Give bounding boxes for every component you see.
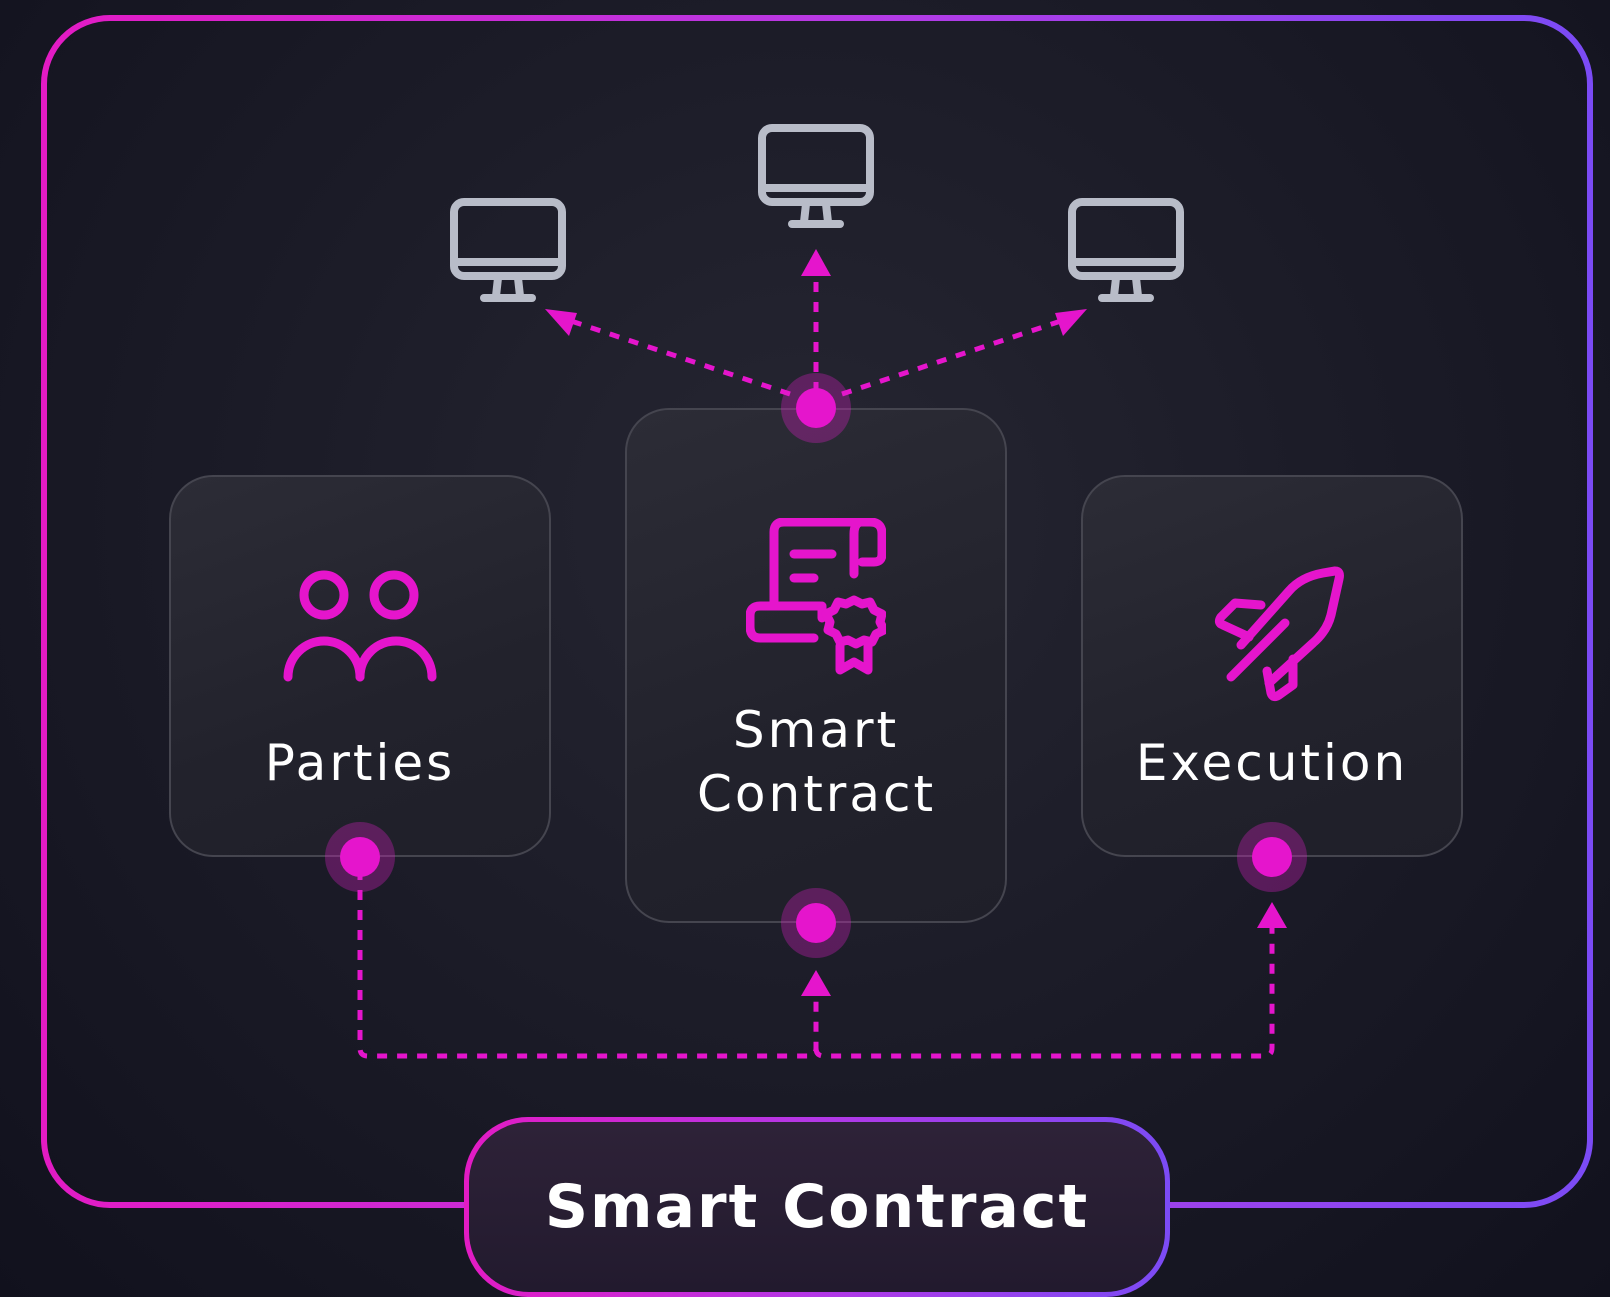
monitor-icon bbox=[758, 124, 874, 228]
arrow-up-right bbox=[1257, 902, 1287, 928]
dashed-connectors bbox=[357, 272, 1275, 1059]
certificate-scroll-icon bbox=[746, 518, 886, 675]
users-icon bbox=[283, 570, 437, 682]
title-badge-inner: Smart Contract bbox=[469, 1122, 1165, 1292]
monitor-icon bbox=[1068, 198, 1184, 302]
execution-card: Execution bbox=[1081, 475, 1463, 857]
smart-contract-card: Smart Contract bbox=[625, 408, 1007, 923]
node-center-bottom bbox=[781, 888, 851, 958]
smart-contract-card-label: Smart Contract bbox=[627, 698, 1005, 826]
monitor-icon bbox=[450, 198, 566, 302]
execution-label: Execution bbox=[1135, 734, 1409, 792]
node-left-bottom bbox=[325, 822, 395, 892]
arrow-to-left-monitor bbox=[545, 309, 577, 336]
parties-label: Parties bbox=[264, 734, 456, 792]
arrow-to-right-monitor bbox=[1055, 309, 1087, 336]
parties-card: Parties bbox=[169, 475, 551, 857]
node-right-bottom bbox=[1237, 822, 1307, 892]
arrow-up-center-top bbox=[801, 249, 831, 276]
title-badge: Smart Contract bbox=[464, 1117, 1170, 1297]
smart-contract-card-text: Smart Contract bbox=[697, 701, 937, 823]
node-center-top bbox=[781, 373, 851, 443]
diagram-title: Smart Contract bbox=[544, 1172, 1090, 1242]
arrowheads bbox=[545, 249, 1287, 996]
arrow-up-center-bottom bbox=[801, 970, 831, 996]
rocket-icon bbox=[1214, 566, 1344, 702]
